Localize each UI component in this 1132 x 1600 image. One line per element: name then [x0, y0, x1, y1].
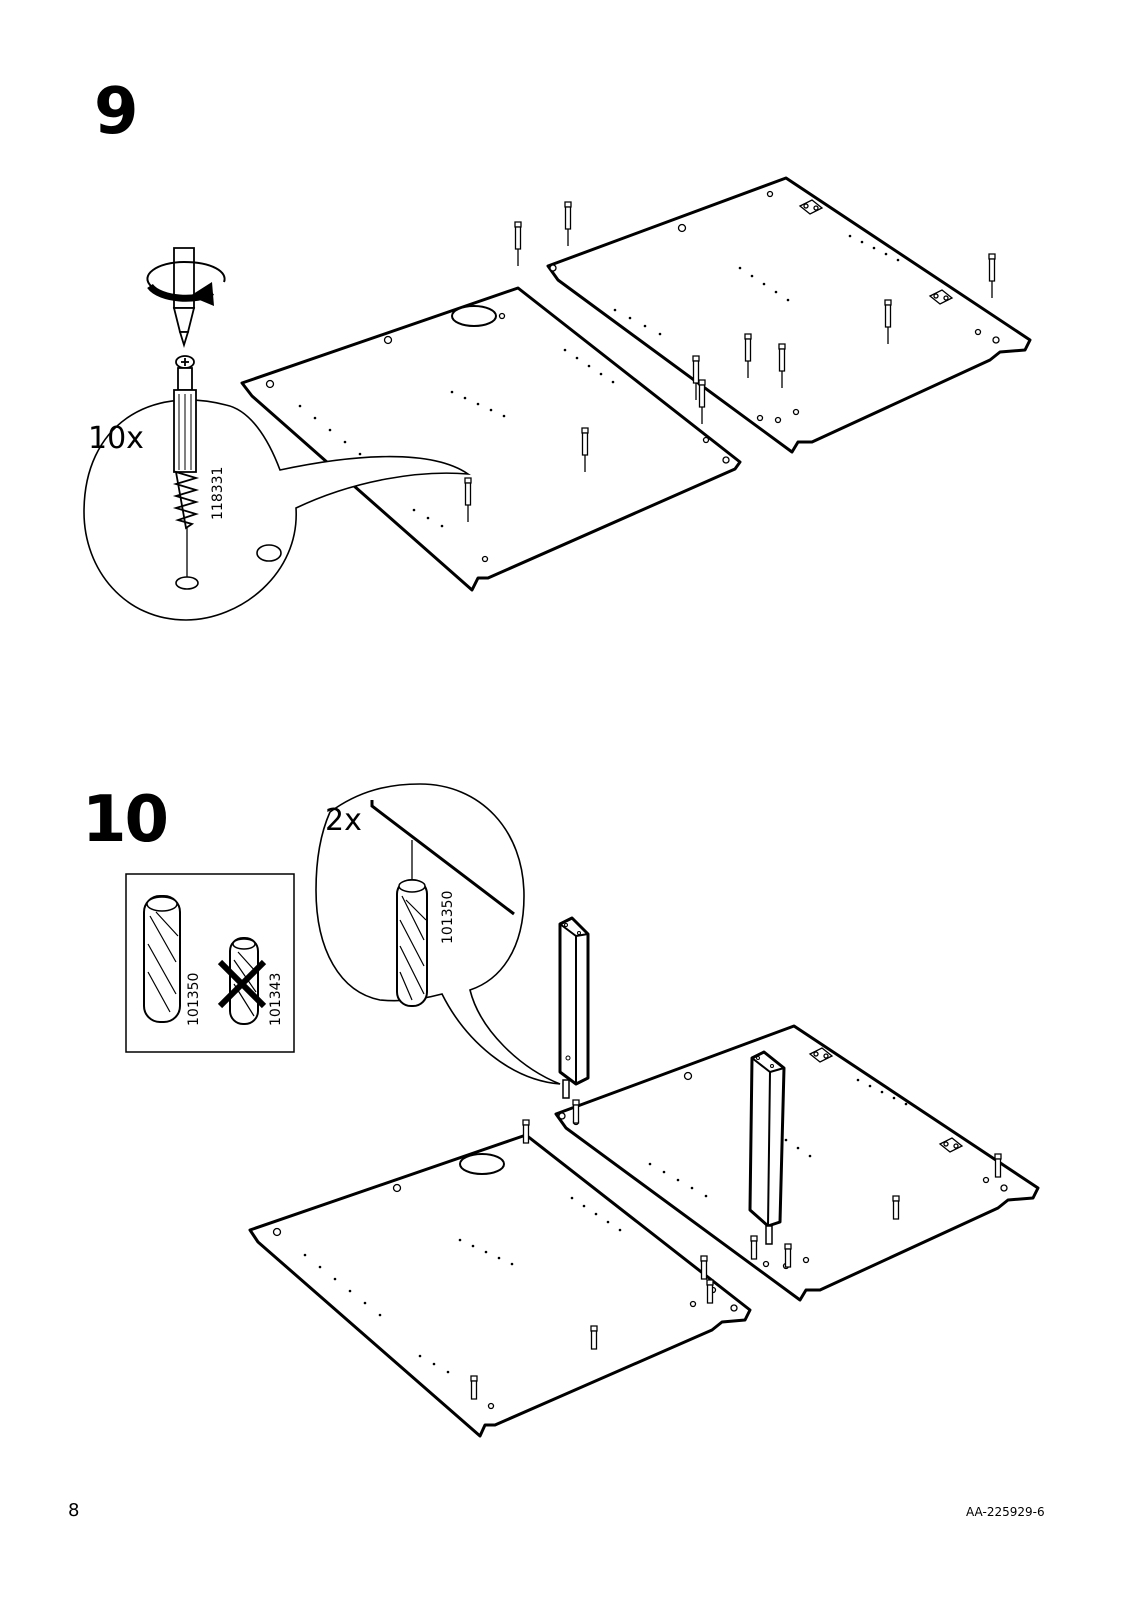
correct-part-number: 101350 — [186, 973, 202, 1026]
part-number: 101350 — [440, 891, 456, 944]
upright-board — [750, 1052, 784, 1226]
quantity-label: 10x — [88, 424, 144, 454]
quantity-label: 2x — [325, 806, 362, 836]
part-number: 118331 — [210, 467, 226, 520]
document-code: AA-225929-6 — [966, 1505, 1045, 1519]
dowel-icon — [144, 896, 180, 1022]
page-number: 8 — [68, 1500, 79, 1521]
step-number: 9 — [94, 80, 137, 144]
step-number: 10 — [82, 788, 167, 852]
wrong-part-number: 101343 — [268, 973, 284, 1026]
dowel-icon — [397, 880, 427, 1006]
upright-board — [560, 918, 588, 1084]
